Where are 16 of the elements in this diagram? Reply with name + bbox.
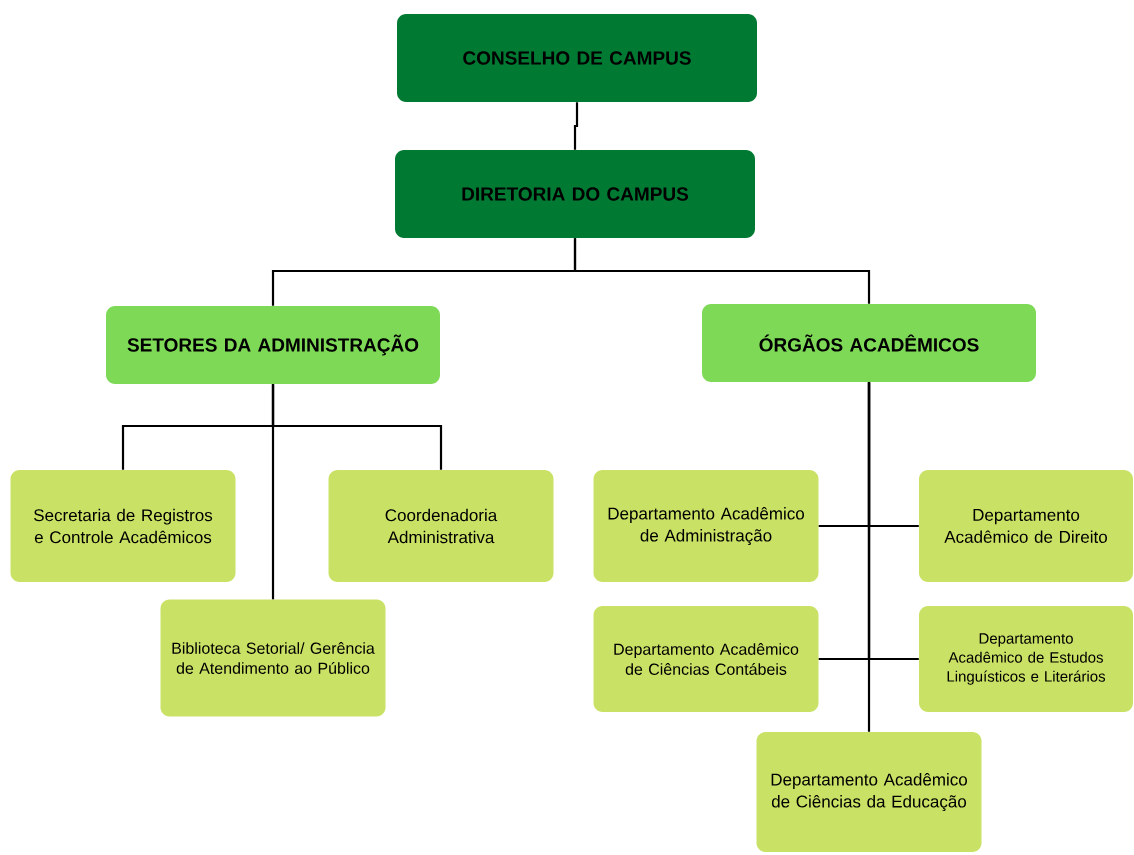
department-box: Biblioteca Setorial/ Gerência de Atendimento ao Público — [160, 599, 386, 717]
connector-line — [867, 382, 871, 732]
department-box: Departamento Acadêmico de Ciências Contábeis — [593, 606, 819, 712]
connector-line — [573, 238, 871, 304]
department-box: Secretaria de Registros e Controle Acadêmicos — [10, 470, 236, 582]
department-box: Departamento Acadêmico de Ciências da Educação — [756, 732, 982, 852]
division-box: ÓRGÃOS ACADÊMICOS — [702, 304, 1036, 382]
council-box: CONSELHO DE CAMPUS — [397, 14, 757, 102]
department-box: Departamento Acadêmico de Estudos Linguísticos e Literários — [919, 606, 1133, 712]
connector-line — [271, 384, 275, 600]
department-box: Departamento Acadêmico de Administração — [593, 470, 819, 582]
connector-line — [573, 102, 579, 150]
division-box: SETORES DA ADMINISTRAÇÃO — [106, 306, 440, 384]
council-box: DIRETORIA DO CAMPUS — [395, 150, 755, 238]
department-box: Departamento Acadêmico de Direito — [919, 470, 1133, 582]
department-box: Coordenadoria Administrativa — [328, 470, 554, 582]
